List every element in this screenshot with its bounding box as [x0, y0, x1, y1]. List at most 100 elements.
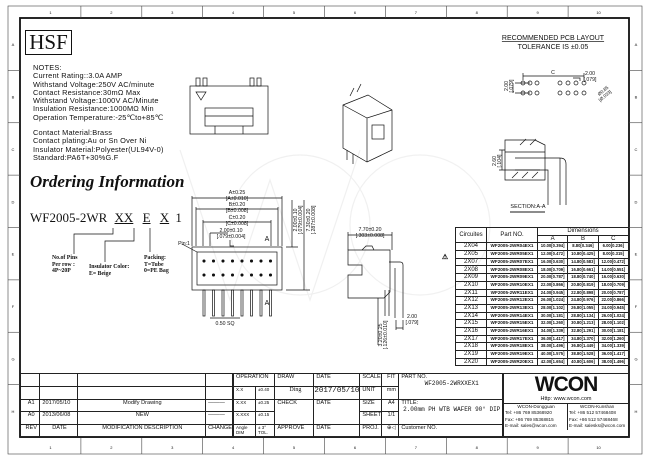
zone-column-label: 7	[415, 10, 418, 15]
pcb-hole	[565, 80, 571, 86]
wcon-logo: WCON	[534, 373, 599, 396]
part-no-cell: WF2005-2WR09EX1	[486, 273, 538, 282]
zone-column-label: 5	[293, 445, 296, 450]
circuits-cell: 2X13	[455, 303, 487, 313]
header-circuits: Circuites	[455, 226, 487, 244]
dim-b-cell: 8.80[0.346]	[567, 242, 599, 252]
office-email[interactable]: E-mail: sales@wcon.com	[505, 423, 557, 429]
pin-dot	[240, 259, 244, 263]
zone-row-label: B	[635, 95, 638, 100]
office-email[interactable]: E-mail: salesks@wcon.com	[569, 423, 626, 429]
tol-value: ±0.15	[255, 411, 276, 426]
rev-change: ———	[205, 411, 233, 426]
dim-b: B±0.20	[229, 202, 246, 208]
pin-dot	[249, 259, 254, 263]
legend-line: Insulator Color:	[89, 264, 130, 270]
note-line: Insulation Resistance:1000MΩ Min	[33, 104, 154, 114]
part-no: WF2005-2WRXXEX1	[424, 380, 479, 387]
zone-column-label: 4	[232, 10, 235, 15]
header-c: C	[597, 234, 630, 244]
part-no-cell: WF2005-2WR18EX1	[486, 342, 538, 351]
dim-b-cell: 36.80[1.449]	[567, 342, 599, 351]
part-no-cell: WF2005-2WR17EX1	[486, 334, 538, 344]
color-legend: Insulator Color:E= Beige	[89, 264, 129, 278]
title-block: OPERATION DRAW DATE SCALE FIT PART NO.WF…	[232, 373, 503, 438]
dim-c-cell: 20.00[0.787]	[597, 288, 630, 298]
vdim2-inch: [.287±0.008]	[311, 205, 317, 234]
note-line: Operation Temperature:-25℃to+85℃	[33, 112, 164, 122]
approve-label: APPROVE	[274, 424, 315, 438]
pin-dot	[259, 273, 263, 277]
size-value: A4	[381, 398, 400, 413]
pcb-hole	[573, 90, 579, 96]
dim-a: A±0.25	[229, 190, 246, 196]
draw-label: DRAW	[274, 373, 315, 387]
vdim1-inch: [.079±0.004]	[298, 205, 304, 234]
side-pitch: 2.00	[407, 314, 417, 320]
dim-a-cell: 34.00[1.339]	[536, 326, 569, 336]
zone-row-label: H	[635, 409, 638, 414]
tol-dim-header: DIM	[236, 430, 245, 436]
dim-b-inch: [B±0.008]	[226, 208, 249, 214]
part-no-cell: WF2005-2WR16EX1	[486, 326, 538, 336]
dim-b-cell: 14.80[0.583]	[567, 257, 599, 267]
dim-c-cell: 22.00[0.866]	[597, 296, 630, 305]
front-view	[181, 196, 310, 291]
legend-line: T=Tube	[144, 261, 164, 268]
zone-row-label: B	[12, 95, 15, 100]
sheet-value: 1/1	[381, 411, 400, 426]
dim-b-cell: 10.80[0.425]	[567, 250, 599, 259]
legend-line: E= Beige	[89, 271, 112, 277]
side-view	[347, 232, 404, 345]
pin-dot	[211, 259, 216, 263]
circuits-cell: 2X14	[455, 311, 487, 321]
dim-c-cell: 36.00[1.417]	[597, 350, 630, 359]
zone-row-label: A	[12, 42, 15, 47]
zone-row-label: D	[12, 199, 15, 204]
top-view	[189, 77, 269, 135]
pcb-pitch-v-inch: [.079]	[509, 79, 515, 93]
zone-row-label: G	[11, 356, 14, 361]
dim-c-cell: 30.00[1.181]	[597, 326, 630, 336]
part-no-cell: WF2005-2WR13EX1	[486, 303, 538, 313]
pin-dot	[249, 273, 254, 277]
change-header: CHANGE	[205, 424, 233, 438]
ordering-leaders	[73, 228, 151, 262]
zone-column-label: 2	[110, 10, 113, 15]
circuits-cell: 2X19	[455, 350, 487, 359]
pin-dot	[202, 273, 206, 277]
pcb-hole	[534, 80, 540, 86]
note-line: Contact plating:Au or Sn Over Ni	[33, 136, 147, 146]
zone-row-label: C	[12, 147, 15, 152]
pcb-hole	[527, 80, 533, 86]
part-no-label: PART NO.	[401, 374, 428, 380]
notes: NOTES: Current Rating::3.0A AMP Withstan…	[33, 63, 164, 162]
part-no-cell: WF2005-2WR07EX1	[486, 257, 538, 267]
section-dim-inch: [.104]	[497, 154, 503, 168]
dim-a-cell: 22.00[0.866]	[536, 280, 569, 290]
dim-c-cell: 18.00[0.709]	[597, 280, 630, 290]
part-no-cell: WF2005-2WR08EX1	[486, 265, 538, 275]
dim-b-cell: 24.80[0.976]	[567, 296, 599, 305]
check-date-label: DATE	[313, 398, 361, 426]
dim-a-cell: 42.00[1.654]	[536, 357, 569, 367]
note-line: Withstand Voltage:250V AC/minute	[33, 79, 155, 89]
watermark	[179, 149, 491, 302]
title-value: 2.00mm PH WTB WAFER 90° DIP	[403, 405, 501, 413]
pcb-dim-c: C	[551, 70, 555, 76]
dim-a-cell: 28.00[1.102]	[536, 303, 569, 313]
dim-b-cell: 34.80[1.370]	[567, 334, 599, 344]
office-name: WCON-Kunshan	[580, 404, 615, 409]
note-line: Current Rating::3.0A AMP	[33, 71, 123, 81]
pin-dot	[202, 259, 206, 263]
note-line: Contact Resistance:30mΩ Max	[33, 87, 141, 97]
zone-column-label: 3	[171, 10, 174, 15]
pin-tail	[269, 289, 272, 317]
